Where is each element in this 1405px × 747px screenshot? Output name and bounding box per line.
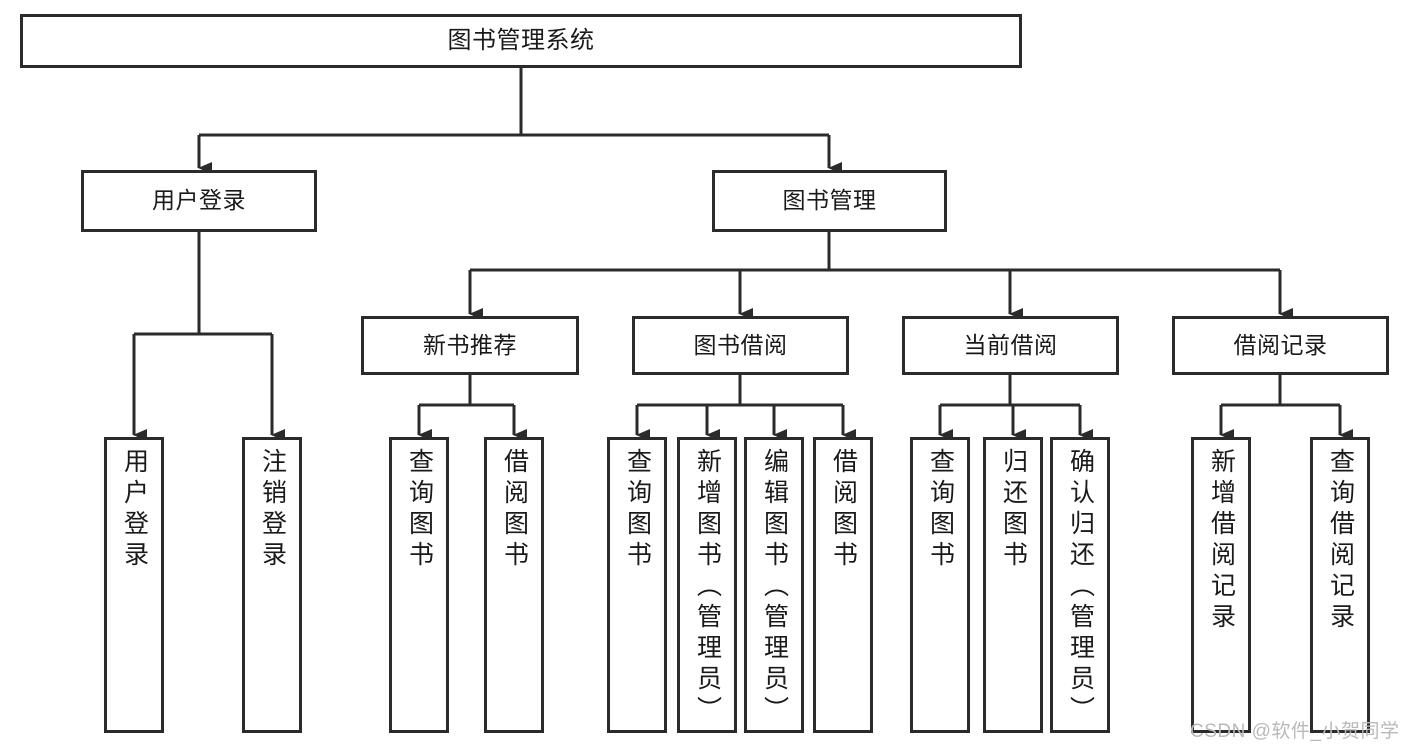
node-leaf-add-book[interactable]: 新增图书（管理员） [677,437,737,733]
node-leaf-add-record-label: 新增借阅记录 [1207,448,1236,634]
node-leaf-query-book-2[interactable]: 查询图书 [607,437,667,733]
node-leaf-borrow-book-1-label: 借阅图书 [500,448,529,572]
node-root-label: 图书管理系统 [447,26,595,54]
node-leaf-confirm-return-label: 确认归还（管理员） [1066,448,1095,727]
node-user-login-label: 用户登录 [152,187,246,214]
node-book-borrow-label: 图书借阅 [693,331,788,358]
node-leaf-user-login[interactable]: 用户登录 [104,437,164,733]
node-user-login[interactable]: 用户登录 [81,170,317,232]
node-book-borrow[interactable]: 图书借阅 [632,316,849,375]
node-leaf-query-book-1-label: 查询图书 [405,448,434,572]
node-leaf-edit-book[interactable]: 编辑图书（管理员） [744,437,804,733]
node-leaf-return-book-label: 归还图书 [999,448,1028,572]
node-book-manage-label: 图书管理 [782,187,877,214]
node-leaf-add-record[interactable]: 新增借阅记录 [1191,437,1251,733]
node-leaf-borrow-book-1[interactable]: 借阅图书 [484,437,544,733]
node-leaf-query-book-2-label: 查询图书 [623,448,652,572]
node-leaf-borrow-book-2-label: 借阅图书 [829,448,858,572]
node-leaf-query-record-label: 查询借阅记录 [1326,448,1355,634]
node-leaf-add-book-label: 新增图书（管理员） [693,448,722,727]
node-leaf-edit-book-label: 编辑图书（管理员） [760,448,789,727]
node-borrow-record[interactable]: 借阅记录 [1172,316,1389,375]
node-borrow-record-label: 借阅记录 [1233,331,1328,358]
node-root[interactable]: 图书管理系统 [20,14,1022,68]
node-leaf-logout-label: 注销登录 [258,448,287,572]
node-leaf-logout[interactable]: 注销登录 [242,437,302,733]
node-leaf-query-book-3-label: 查询图书 [926,448,955,572]
node-current-borrow-label: 当前借阅 [963,331,1058,358]
node-new-book-rec-label: 新书推荐 [423,331,517,358]
node-leaf-borrow-book-2[interactable]: 借阅图书 [813,437,873,733]
watermark: CSDN @软件_小贺同学 [1190,721,1400,742]
node-new-book-rec[interactable]: 新书推荐 [361,316,579,375]
node-book-manage[interactable]: 图书管理 [712,170,947,232]
node-current-borrow[interactable]: 当前借阅 [902,316,1119,375]
node-leaf-return-book[interactable]: 归还图书 [983,437,1043,733]
node-leaf-user-login-label: 用户登录 [120,448,149,572]
node-leaf-query-book-1[interactable]: 查询图书 [389,437,449,733]
node-leaf-query-record[interactable]: 查询借阅记录 [1310,437,1370,733]
node-leaf-confirm-return[interactable]: 确认归还（管理员） [1050,437,1110,733]
node-leaf-query-book-3[interactable]: 查询图书 [910,437,970,733]
